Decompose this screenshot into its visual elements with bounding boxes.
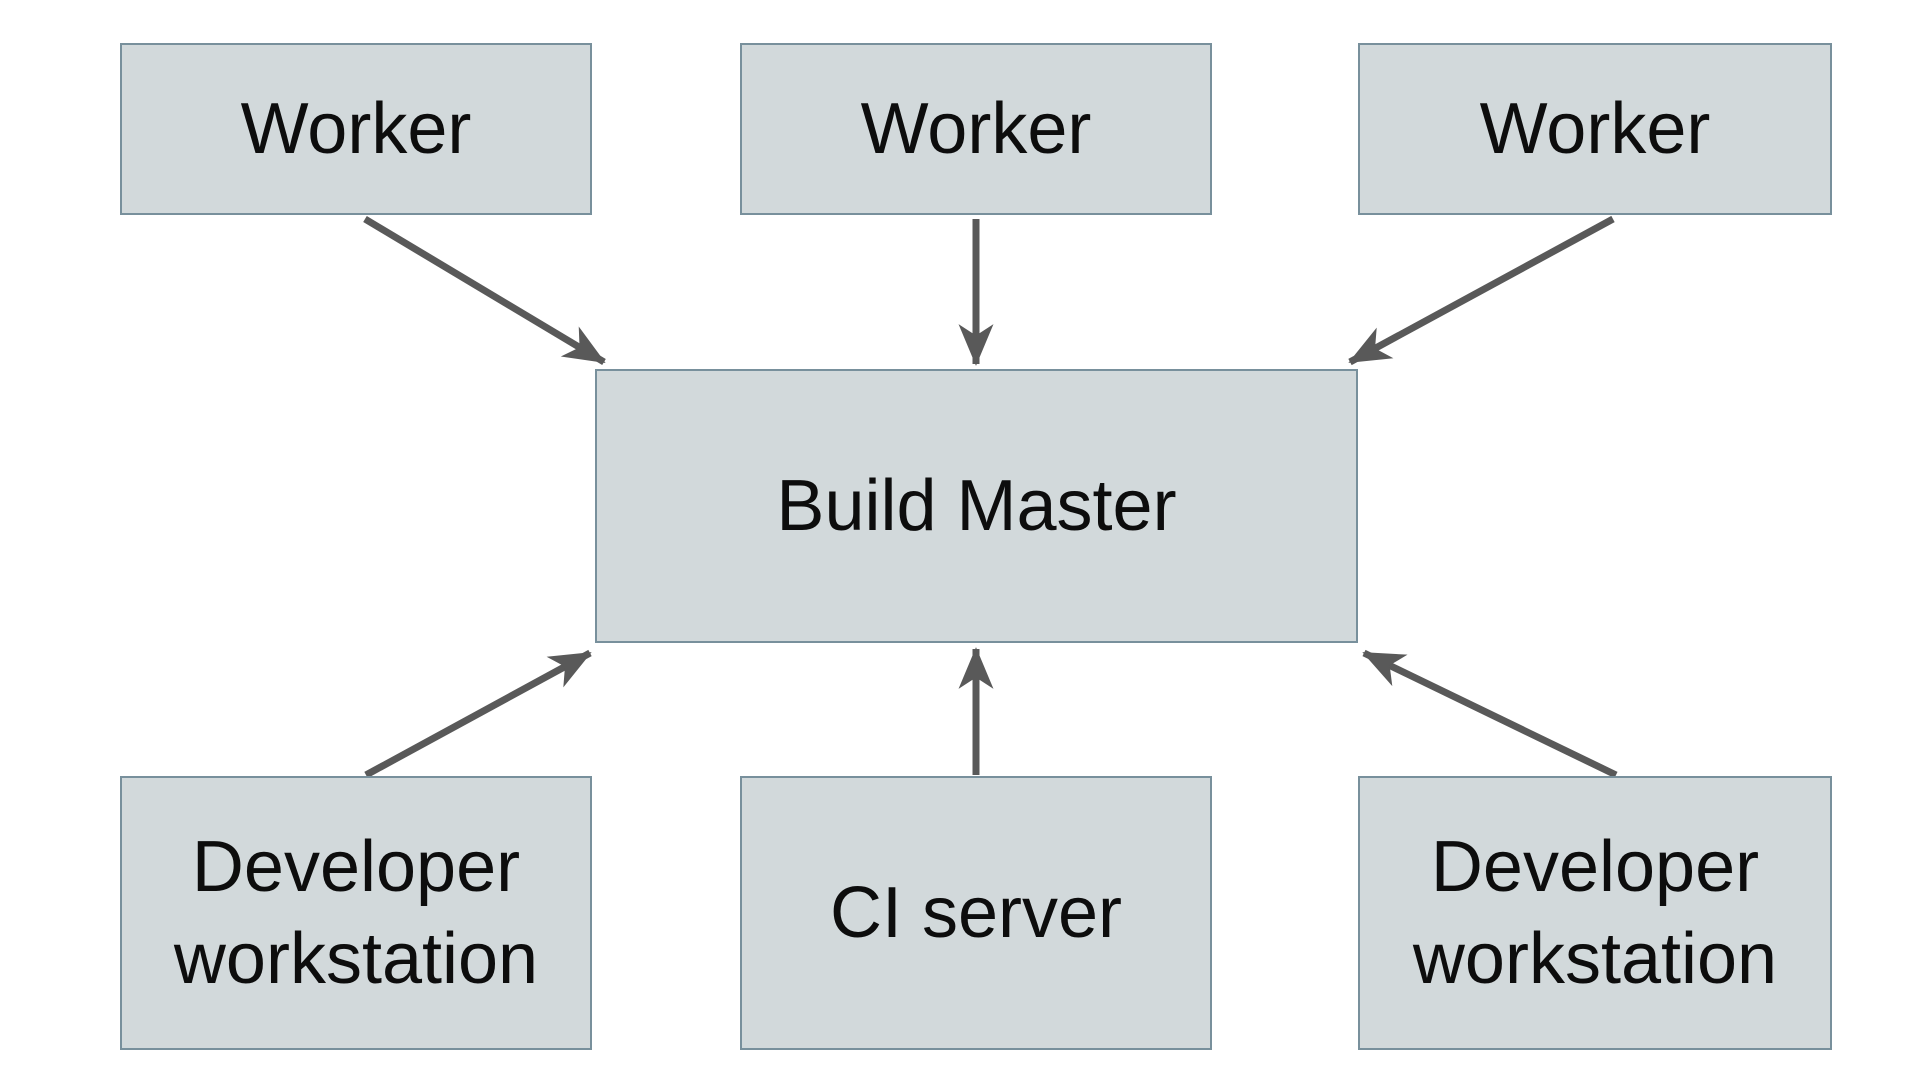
node-ci-server: CI server bbox=[740, 776, 1212, 1050]
node-worker-center: Worker bbox=[740, 43, 1212, 215]
node-worker-right: Worker bbox=[1358, 43, 1832, 215]
node-build-master: Build Master bbox=[595, 369, 1358, 643]
arrow-worker-right-to-build-master bbox=[1348, 215, 1615, 366]
arrow-dev-workstation-left-to-build-master bbox=[364, 649, 592, 779]
node-build-master-label: Build Master bbox=[776, 465, 1177, 546]
node-developer-workstation-left: Developer workstation bbox=[120, 776, 592, 1050]
node-ci-server-label: CI server bbox=[829, 872, 1123, 953]
node-worker-center-label: Worker bbox=[860, 88, 1092, 169]
node-developer-workstation-left-label: Developer workstation bbox=[173, 826, 539, 999]
node-worker-right-label: Worker bbox=[1479, 88, 1711, 169]
arrow-dev-workstation-right-to-build-master bbox=[1362, 649, 1618, 779]
node-developer-workstation-right-label: Developer workstation bbox=[1412, 826, 1778, 999]
node-developer-workstation-right: Developer workstation bbox=[1358, 776, 1832, 1050]
arrow-worker-left-to-build-master bbox=[363, 215, 606, 366]
node-worker-left-label: Worker bbox=[240, 88, 472, 169]
node-worker-left: Worker bbox=[120, 43, 592, 215]
